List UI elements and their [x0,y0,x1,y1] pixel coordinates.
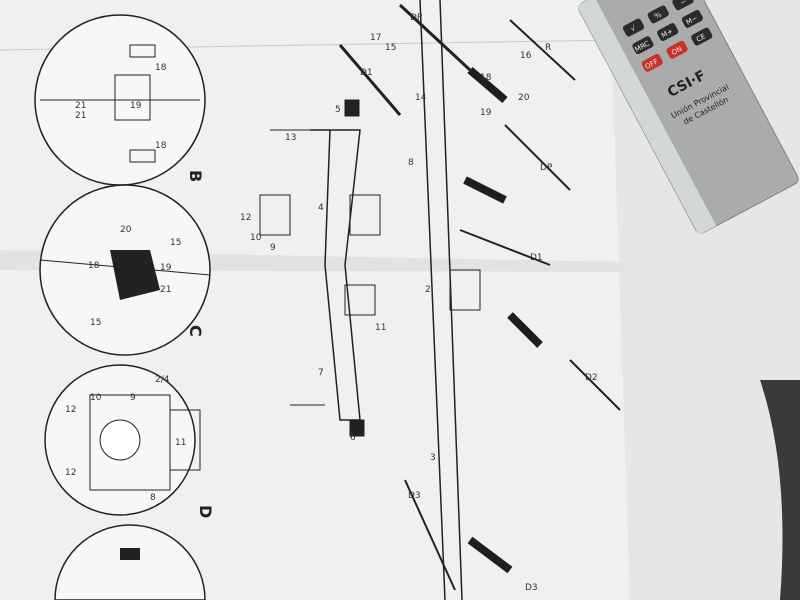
section-label-d: D [196,505,215,518]
part-label: 18 [155,63,167,73]
key-minus[interactable]: − [671,0,694,11]
part-label: D1 [530,253,543,263]
part-label: 15 [385,43,396,53]
part-label: 21 [160,285,171,295]
part-label: CE [695,32,707,43]
section-letters: B C D [186,170,215,518]
part-label: 14 [415,93,427,103]
part-label: 18 [480,73,492,83]
part-label: 19 [160,263,172,273]
detail-labels: 18 19 21 18 20 15 19 21 18 15 2/4 9 10 1… [65,63,186,503]
part-label: 19 [130,101,142,111]
part-label: 12 [65,468,76,478]
part-label: 19 [480,108,492,118]
part-label: R [545,43,551,53]
part-label: 10 [90,393,102,403]
part-label: 20 [120,225,132,235]
part-label: 9 [130,393,136,403]
calculator: √ % − MRC M+ M− OFF ON CE CSI·F Unión Pr… [576,0,799,236]
part-label: 12 [65,405,76,415]
part-label: 16 [520,51,532,61]
part-label: 5 [335,105,341,115]
part-label: 8 [408,158,414,168]
part-label: 2/4 [155,375,170,385]
part-label: 3 [430,453,436,463]
part-label: 7 [318,368,324,378]
assembly-exploded-view [259,0,621,600]
part-label: 17 [370,33,381,43]
part-label: D3 [408,491,421,501]
part-label: 11 [375,323,386,333]
instruction-booklet: B C D D1 DP DP D1 D2 D3 D3 R 16 15 18 20… [0,0,630,600]
ruler-edge [576,0,717,236]
detail-circle-d [44,364,201,516]
part-label: 6 [350,433,356,443]
part-label: 18 [88,261,100,271]
section-label-c: C [186,325,205,337]
calculator-keys: √ % − MRC M+ M− OFF ON CE [622,0,713,73]
part-labels: D1 DP DP D1 D2 D3 D3 R 16 15 18 20 14 17… [75,13,598,593]
key-m-plus[interactable]: M+ [656,22,679,42]
part-label: − [679,0,688,7]
part-label: 4 [318,203,324,213]
key-sqrt[interactable]: √ [622,18,645,38]
part-label: 21 [75,101,86,111]
detail-circle-b [34,14,206,186]
part-label: D2 [585,373,598,383]
part-label: 12 [240,213,251,223]
key-on[interactable]: ON [665,40,688,60]
section-label-b: B [186,170,205,182]
detail-circle-e [54,524,206,600]
part-label: DP [410,13,423,23]
part-label: 2 [425,285,431,295]
part-label: 9 [270,243,276,253]
part-label: DP [540,163,553,173]
part-label: D3 [525,583,538,593]
part-label: % [653,10,663,20]
part-label: 15 [90,318,101,328]
part-label: 11 [175,438,186,448]
part-label: 13 [285,133,296,143]
part-label: √ [629,24,637,33]
cable [760,380,800,600]
key-m-minus[interactable]: M− [681,9,704,29]
key-ce[interactable]: CE [690,27,713,47]
part-label: 8 [150,493,156,503]
part-label: 15 [170,238,181,248]
detail-circle-c [39,184,211,356]
key-off[interactable]: OFF [641,53,664,73]
key-percent[interactable]: % [647,4,670,24]
part-label: 18 [155,141,167,151]
part-label: 10 [250,233,262,243]
part-label: 20 [518,93,530,103]
part-label: D1 [360,68,373,78]
part-label: 21 [75,111,86,121]
